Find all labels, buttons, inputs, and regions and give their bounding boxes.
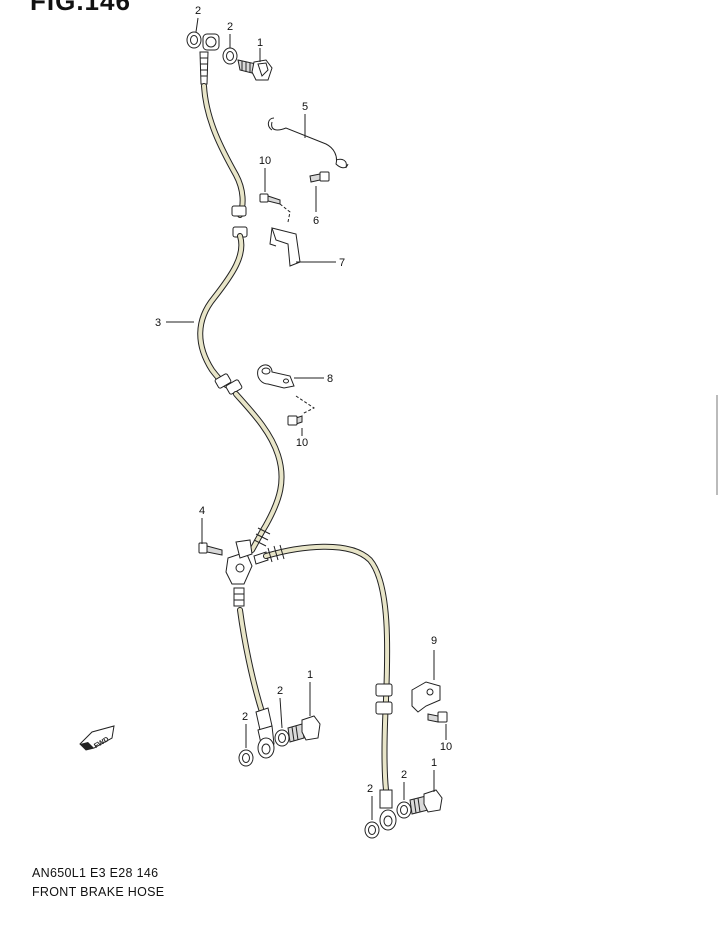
- callout-4: 4: [199, 505, 205, 517]
- banjo-bolt-right: [409, 789, 443, 815]
- bolt-6: [309, 171, 330, 183]
- banjo-bolt-top: [237, 59, 273, 81]
- callout-5: 5: [302, 101, 308, 113]
- callout-6: 6: [313, 215, 319, 227]
- callout-1-top: 1: [257, 37, 263, 49]
- fwd-arrow-icon: FWD: [79, 725, 115, 751]
- bracket-7: [269, 227, 301, 267]
- brake-hose-lower-left: [233, 587, 275, 759]
- callout-2-right-b: 2: [401, 769, 407, 781]
- bracket-9: [411, 681, 441, 713]
- callout-10-mid: 10: [296, 437, 308, 449]
- callout-3: 3: [155, 317, 161, 329]
- three-way-joint: [225, 539, 269, 585]
- callout-1-right: 1: [431, 757, 437, 769]
- top-banjo-assembly: [186, 31, 273, 85]
- callout-1-left: 1: [307, 669, 313, 681]
- grommet-mid-a: [214, 373, 232, 389]
- callout-2-left-b: 2: [277, 685, 283, 697]
- callout-numbers: 2 2 1 5 10 6 7 3 8 10 4 9 1 2 2 10 1 2 2: [155, 5, 452, 795]
- callout-8: 8: [327, 373, 333, 385]
- bolt-4: [198, 542, 223, 556]
- clamp-8: [257, 364, 295, 389]
- grommet-right-a: [375, 683, 393, 697]
- model-code: AN650L1 E3 E28 146: [32, 866, 159, 880]
- bolt-10-right: [427, 711, 448, 723]
- callout-10-right: 10: [440, 741, 452, 753]
- grommet-right-b: [375, 701, 393, 715]
- grommet-upper-a: [231, 205, 247, 217]
- figure-name: FRONT BRAKE HOSE: [32, 885, 165, 899]
- callout-2-top-right: 2: [227, 21, 233, 33]
- figure-title: FIG.146: [30, 0, 131, 16]
- brake-hose-upper: [197, 83, 285, 553]
- callout-2-top-left: 2: [195, 5, 201, 17]
- washers-right: [364, 801, 412, 839]
- callout-9: 9: [431, 635, 437, 647]
- washers-left: [238, 729, 290, 767]
- callout-2-right-a: 2: [367, 783, 373, 795]
- callout-2-left-a: 2: [242, 711, 248, 723]
- bolt-10-mid: [287, 415, 303, 426]
- callout-7: 7: [339, 257, 345, 269]
- brake-hose-lower-right: [263, 543, 397, 831]
- callout-10-top: 10: [259, 155, 271, 167]
- banjo-bolt-left: [287, 715, 321, 743]
- bolt-10-top: [259, 193, 281, 205]
- scan-edge-mark: [716, 395, 718, 495]
- brake-pipe-5: [267, 117, 349, 169]
- leader-lines: [166, 17, 447, 820]
